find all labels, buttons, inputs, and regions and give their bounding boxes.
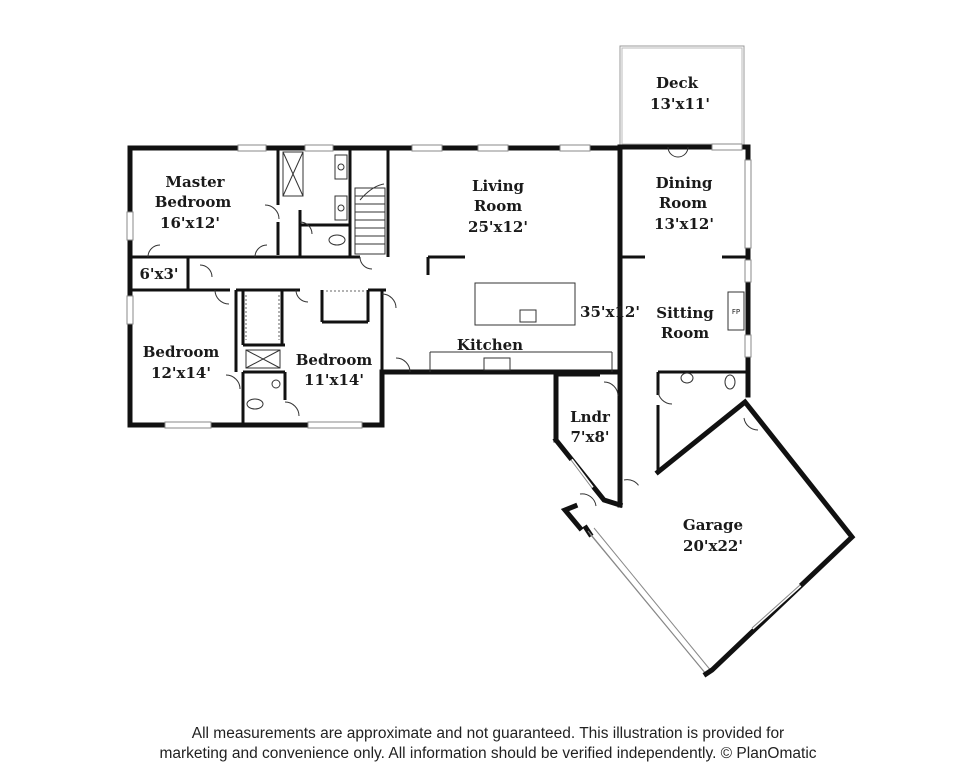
dining-room-label-1: Dining: [656, 174, 713, 192]
garage: [560, 398, 856, 678]
living-room-label-2: Room: [474, 197, 522, 215]
bath-fixtures: [245, 151, 736, 410]
master-bedroom-size: 16'x12': [160, 214, 220, 232]
laundry-size: 7'x8': [570, 428, 609, 446]
bedroom-left-size: 12'x14': [151, 364, 211, 382]
sitting-room-label-2: Room: [661, 324, 709, 342]
disclaimer-line-1: All measurements are approximate and not…: [191, 725, 785, 742]
interior-walls: [130, 148, 748, 472]
master-bedroom-label-2: Bedroom: [155, 193, 232, 211]
kitchen-area-size: 35'x12': [580, 303, 640, 321]
garage-size: 20'x22': [683, 537, 743, 555]
disclaimer-line-2: marketing and convenience only. All info…: [159, 745, 817, 762]
door-swings: [147, 146, 759, 507]
deck-size: 13'x11': [650, 95, 710, 113]
closet-marks: [245, 290, 365, 340]
windows: [126, 143, 752, 429]
bedroom-right-label: Bedroom: [296, 351, 373, 369]
floor-plan: Deck 13'x11' Master Bedroom 16'x12' Livi…: [126, 45, 856, 678]
kitchen-label: Kitchen: [457, 336, 523, 354]
laundry-label: Lndr: [570, 408, 611, 426]
dining-room-label-2: Room: [659, 194, 707, 212]
deck: [619, 45, 745, 147]
living-room-label-1: Living: [472, 177, 525, 195]
dining-room-size: 13'x12': [654, 215, 714, 233]
bedroom-left-label: Bedroom: [143, 343, 220, 361]
deck-label: Deck: [656, 74, 699, 92]
fireplace-label: FP: [732, 308, 740, 316]
closet-size: 6'x3': [139, 265, 178, 283]
disclaimer: All measurements are approximate and not…: [0, 724, 976, 764]
garage-label: Garage: [683, 516, 743, 534]
master-bedroom-label-1: Master: [165, 173, 225, 191]
kitchen-fixtures: [429, 282, 745, 372]
stairs: [354, 183, 386, 255]
sitting-room-label-1: Sitting: [656, 304, 714, 322]
bedroom-right-size: 11'x14': [304, 371, 364, 389]
living-room-size: 25'x12': [468, 218, 528, 236]
